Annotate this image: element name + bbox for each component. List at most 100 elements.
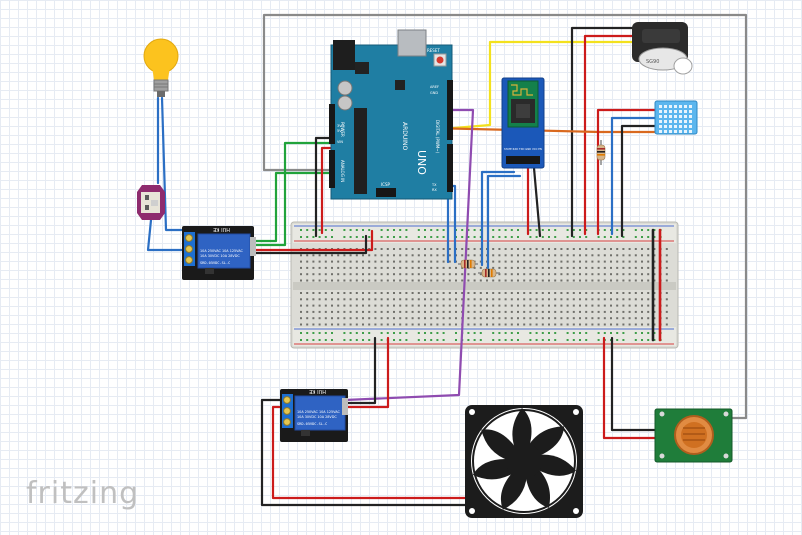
- wires: [146, 13, 748, 507]
- pin-aref-label: AREF: [430, 85, 439, 89]
- reset-button: [436, 56, 444, 64]
- resistor-1: [596, 140, 606, 165]
- dht-vent: [659, 120, 662, 123]
- black-wire-gnd: [314, 136, 332, 238]
- terminal-screw: [283, 396, 291, 404]
- dht-vent: [679, 110, 682, 113]
- dht-vent: [664, 105, 667, 108]
- dht-vent: [674, 110, 677, 113]
- dht-vent: [684, 120, 687, 123]
- gas-sensor: [654, 408, 733, 463]
- orange-wire-dht: [428, 126, 657, 134]
- dht-vent: [684, 105, 687, 108]
- light-bulb: [143, 38, 179, 97]
- terminal-screw: [283, 407, 291, 415]
- gray-wire: [262, 13, 748, 420]
- dht-grid: [659, 105, 692, 133]
- dht-vent: [674, 120, 677, 123]
- dht-vent: [664, 125, 667, 128]
- relay2-model: SRD-05VDC-SL-C: [297, 422, 327, 426]
- relay2-line1: 10A 250VAC 10A 125VAC: [297, 410, 341, 414]
- dht-vent: [664, 120, 667, 123]
- dht-vent: [669, 105, 672, 108]
- dht-vent: [664, 130, 667, 133]
- blue-wire-bt-2: [486, 174, 522, 272]
- dht-vent: [659, 110, 662, 113]
- dht-vent: [669, 115, 672, 118]
- terminal-screw: [185, 256, 193, 264]
- dht-vent: [689, 105, 692, 108]
- dht-vent: [669, 110, 672, 113]
- icsp-header: [376, 188, 396, 197]
- pin-3v3-label: 3V3: [337, 124, 344, 128]
- dht-vent: [674, 105, 677, 108]
- yellow-wire-servo: [428, 40, 635, 132]
- dht-vent: [674, 115, 677, 118]
- pin-5v-label: 5V: [337, 129, 342, 133]
- blue-wire-lamp-3: [146, 208, 188, 252]
- fan-hub: [506, 443, 542, 479]
- dht-vent: [664, 110, 667, 113]
- dht-vent: [689, 110, 692, 113]
- red-wire-5v: [320, 146, 332, 235]
- breadboard: [290, 221, 679, 349]
- bulb-base: [153, 79, 169, 92]
- dht-vent: [689, 130, 692, 133]
- blue-wire-dht: [610, 116, 657, 236]
- red-wire-fan: [271, 405, 472, 500]
- black-wire-relay2: [343, 336, 377, 405]
- relay1-line2: 10A 30VDC 10A 28VDC: [200, 254, 240, 258]
- dht-vent: [689, 120, 692, 123]
- dht-vent: [684, 125, 687, 128]
- bluetooth-pin-labels: STATE RXD TXD GND VCC EN: [504, 147, 542, 151]
- relay-module-1: HUI KE 10A 250VAC 10A 125VAC 10A 30VDC 1…: [182, 226, 256, 280]
- dht-sensor: [654, 100, 698, 135]
- black-wire-bt: [532, 166, 542, 238]
- pin-tx-label: TX: [431, 183, 437, 187]
- digital-header-label: DIGITAL (PWM~): [435, 120, 440, 154]
- dht-vent: [664, 115, 667, 118]
- power-header-label: POWER: [340, 122, 345, 137]
- dht-vent: [689, 125, 692, 128]
- red-wire-servo: [583, 34, 635, 236]
- analog-header-label: ANALOG IN: [340, 160, 345, 182]
- dht-vent: [684, 130, 687, 133]
- digital-header-1: [447, 80, 453, 140]
- power-jack: [333, 40, 355, 70]
- digital-header-2: [447, 144, 453, 192]
- dht-vent: [669, 125, 672, 128]
- terminal-screw: [185, 245, 193, 253]
- usb-connector: [397, 29, 427, 57]
- power-header: [329, 104, 335, 144]
- pin-rx-label: RX: [432, 188, 437, 192]
- terminal-screw: [283, 418, 291, 426]
- dht-vent: [669, 120, 672, 123]
- servo-horn: [673, 57, 693, 75]
- reset-label: RESET: [427, 48, 440, 53]
- red-wire-dht: [596, 108, 657, 236]
- atmega-chip: [354, 108, 367, 194]
- arduino-brand-label: ARDUINO: [401, 122, 408, 151]
- dht-vent: [684, 115, 687, 118]
- dht-vent: [659, 125, 662, 128]
- green-wire-2: [254, 171, 331, 243]
- black-wire-dht: [620, 124, 657, 238]
- icsp-label: ICSP: [381, 182, 391, 187]
- relay1-pin-header: [250, 237, 256, 256]
- dht-vent: [679, 125, 682, 128]
- red-wire-relay1: [254, 229, 374, 252]
- servo-label: SG90: [646, 59, 659, 65]
- dht-vent: [669, 130, 672, 133]
- terminal-screw: [185, 234, 193, 242]
- dht-vent: [679, 130, 682, 133]
- relay1-line1: 10A 250VAC 10A 125VAC: [200, 249, 244, 253]
- resistor-2: [458, 259, 478, 269]
- arduino-uno: UNO ARDUINO DIGITAL (PWM~) POWER ANALOG …: [329, 29, 453, 200]
- black-wire-relay1: [254, 234, 368, 255]
- relay-module-2: HUI KE 10A 250VAC 10A 125VAC 10A 30VDC 1…: [280, 388, 348, 442]
- black-wire-gas: [610, 336, 660, 432]
- fritzing-watermark: fritzing: [26, 476, 139, 511]
- dht-vent: [679, 120, 682, 123]
- dht-vent: [674, 130, 677, 133]
